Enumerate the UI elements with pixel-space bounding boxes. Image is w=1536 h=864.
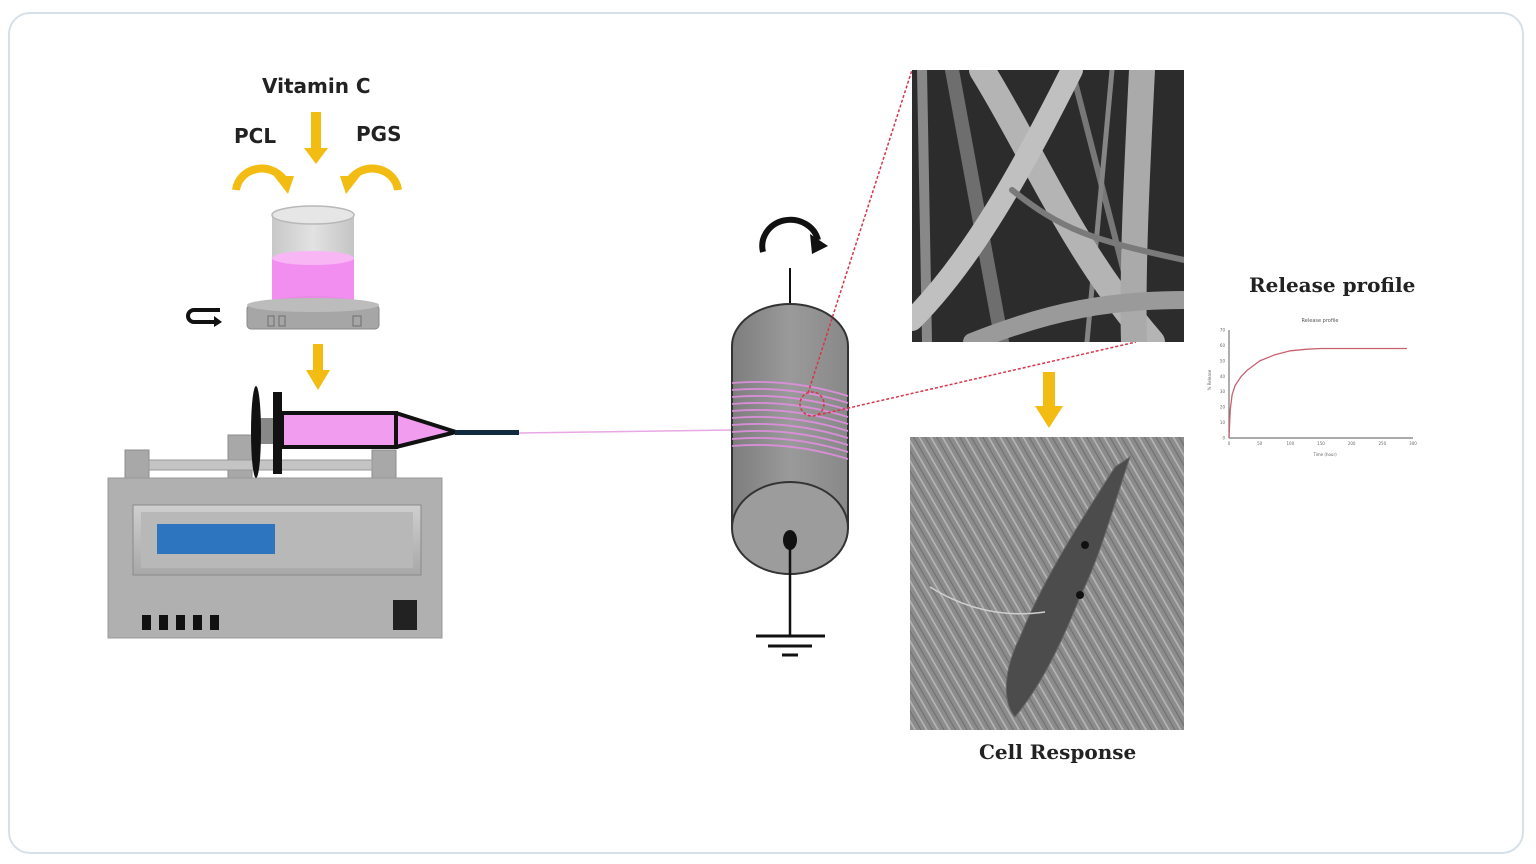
chart-x-tick-label: 0 <box>1228 441 1231 446</box>
release-profile-caption: Release profile <box>1249 273 1416 297</box>
chart-series-line <box>1228 347 1407 439</box>
chart-y-tick-label: 10 <box>1220 420 1226 425</box>
down-arrow-icon <box>1035 372 1063 428</box>
cell-response-caption: Cell Response <box>979 740 1137 764</box>
drum-collector-icon <box>731 303 849 575</box>
chart-title: Release profile <box>1302 318 1339 324</box>
chart-y-tick-label: 30 <box>1220 389 1226 394</box>
chart-y-tick-label: 60 <box>1220 343 1226 348</box>
chart-y-tick-label: 20 <box>1220 405 1226 410</box>
sem-cell-image <box>910 437 1184 730</box>
syringe-pump-icon <box>107 434 443 639</box>
chart-y-axis-label: % Release <box>1207 369 1212 390</box>
chart-y-tick-label: 40 <box>1220 374 1226 379</box>
release-profile-chart: Release profile % Release Time (hour) 0 5… <box>1207 318 1417 457</box>
vitamin-c-arrow-icon <box>304 112 328 164</box>
chart-axes <box>1228 330 1413 439</box>
syringe-icon <box>251 386 519 478</box>
chart-x-tick-label: 50 <box>1257 441 1263 446</box>
sem-fiber-image <box>912 70 1184 342</box>
chart-y-tick-label: 70 <box>1220 328 1226 333</box>
rotation-arrow-icon <box>759 216 828 254</box>
chart-x-tick-label: 150 <box>1317 441 1325 446</box>
ground-icon <box>756 548 825 657</box>
pump-switch-icon <box>393 600 417 630</box>
beaker-icon <box>271 205 355 310</box>
pcl-label: PCL <box>234 124 277 148</box>
stir-rotation-icon <box>186 308 222 327</box>
chart-x-tick-label: 250 <box>1379 441 1387 446</box>
chart-y-tick-label: 0 <box>1222 436 1225 441</box>
vitamin-c-label: Vitamin C <box>262 74 371 98</box>
chart-y-tick-label: 50 <box>1220 358 1226 363</box>
down-arrow-icon <box>306 344 330 390</box>
fiber-jet-line <box>518 429 733 434</box>
pump-display-icon <box>157 524 275 554</box>
chart-x-axis-label: Time (hour) <box>1312 452 1337 457</box>
zoom-indicator <box>799 69 1137 417</box>
pgs-curved-arrow-icon <box>340 164 402 194</box>
chart-x-tick-label: 100 <box>1287 441 1295 446</box>
pcl-curved-arrow-icon <box>232 164 294 194</box>
chart-x-tick-label: 300 <box>1409 441 1417 446</box>
magnetic-stirrer-icon <box>246 298 380 330</box>
chart-x-tick-label: 200 <box>1348 441 1356 446</box>
pgs-label: PGS <box>356 122 402 146</box>
